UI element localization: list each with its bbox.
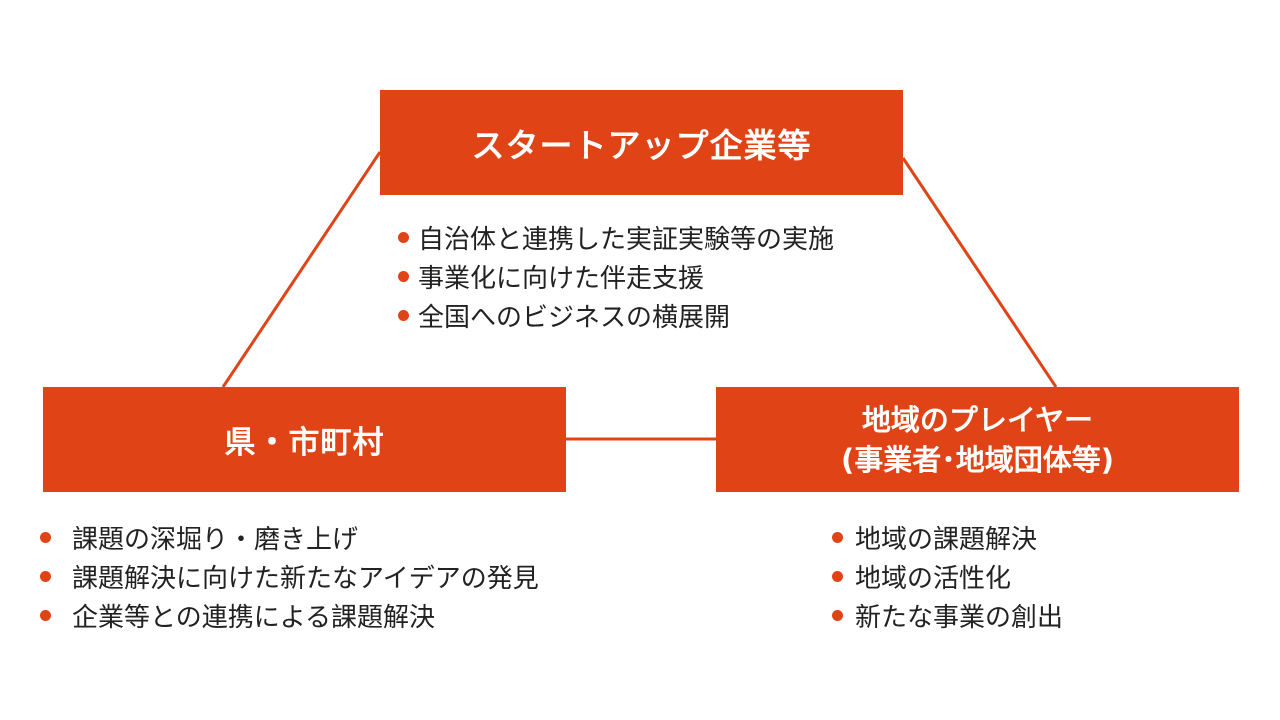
list-item: 全国へのビジネスの横展開 bbox=[398, 296, 834, 335]
bullet-text: 新たな事業の創出 bbox=[855, 603, 1064, 633]
list-item: 課題解決に向けた新たなアイデアの発見 bbox=[40, 557, 539, 596]
list-item: 事業化に向けた伴走支援 bbox=[398, 257, 834, 296]
list-item: 課題の深堀り・磨き上げ bbox=[40, 518, 539, 557]
node-startup-companies: スタートアップ企業等 bbox=[380, 90, 903, 195]
node-local-players-title: 地域のプレイヤー bbox=[861, 402, 1094, 437]
list-item: 新たな事業の創出 bbox=[832, 596, 1063, 635]
bullet-text: 全国へのビジネスの横展開 bbox=[418, 303, 731, 333]
bullet-dot-icon bbox=[40, 610, 51, 621]
node-local-players: 地域のプレイヤー (事業者･地域団体等) bbox=[716, 387, 1239, 492]
bullet-dot-icon bbox=[40, 571, 51, 582]
bullet-text: 自治体と連携した実証実験等の実施 bbox=[418, 225, 835, 255]
node-prefecture-title: 県・市町村 bbox=[224, 425, 385, 461]
bullet-text: 事業化に向けた伴走支援 bbox=[418, 264, 705, 294]
bullet-text: 課題の深堀り・磨き上げ bbox=[72, 525, 359, 555]
bullet-dot-icon bbox=[832, 532, 843, 543]
node-local-players-subtitle: (事業者･地域団体等) bbox=[840, 442, 1114, 477]
node-prefecture-municipalities: 県・市町村 bbox=[43, 387, 566, 492]
list-item: 自治体と連携した実証実験等の実施 bbox=[398, 218, 834, 257]
list-item: 企業等との連携による課題解決 bbox=[40, 596, 539, 635]
bullet-dot-icon bbox=[832, 571, 843, 582]
bullet-text: 地域の活性化 bbox=[855, 564, 1012, 594]
list-item: 地域の課題解決 bbox=[832, 518, 1063, 557]
connector-top-left bbox=[221, 151, 382, 388]
bullet-dot-icon bbox=[398, 310, 409, 321]
bullet-text: 企業等との連携による課題解決 bbox=[72, 603, 435, 633]
local-players-bullet-list: 地域の課題解決 地域の活性化 新たな事業の創出 bbox=[832, 518, 1063, 635]
bullet-dot-icon bbox=[40, 532, 51, 543]
node-startup-title: スタートアップ企業等 bbox=[471, 125, 812, 165]
bullet-text: 地域の課題解決 bbox=[855, 525, 1038, 555]
list-item: 地域の活性化 bbox=[832, 557, 1063, 596]
startup-bullet-list: 自治体と連携した実証実験等の実施 事業化に向けた伴走支援 全国へのビジネスの横展… bbox=[398, 218, 834, 335]
bullet-text: 課題解決に向けた新たなアイデアの発見 bbox=[72, 564, 539, 594]
bullet-dot-icon bbox=[398, 232, 409, 243]
bullet-dot-icon bbox=[832, 610, 843, 621]
bullet-dot-icon bbox=[398, 271, 409, 282]
prefecture-bullet-list: 課題の深堀り・磨き上げ 課題解決に向けた新たなアイデアの発見 企業等との連携によ… bbox=[40, 518, 539, 635]
connector-top-right bbox=[901, 157, 1058, 388]
